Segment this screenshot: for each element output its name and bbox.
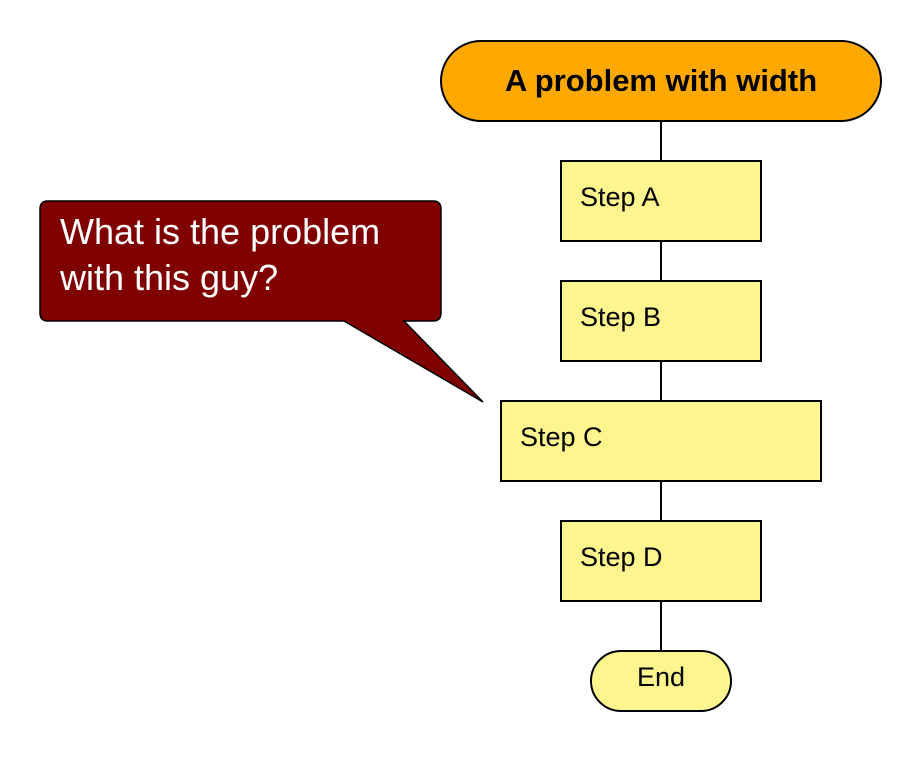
process-step-label: Step C (520, 422, 603, 452)
process-step-d[interactable]: Step D (560, 520, 762, 602)
connector-step-d-to-end (660, 601, 662, 651)
connector-step-c-to-step-d (660, 481, 662, 521)
connector-start-to-step-a (660, 121, 662, 161)
start-terminal[interactable]: A problem with width (440, 40, 882, 122)
process-step-label: Step A (580, 182, 660, 212)
connector-step-a-to-step-b (660, 241, 662, 281)
start-terminal-label: A problem with width (504, 63, 818, 98)
process-step-b[interactable]: Step B (560, 280, 762, 362)
end-terminal-label: End (636, 662, 686, 692)
end-terminal[interactable]: End (590, 650, 732, 712)
connector-step-b-to-step-c (660, 361, 662, 401)
process-step-label: Step D (580, 542, 663, 572)
process-step-label: Step B (580, 302, 662, 332)
process-step-a[interactable]: Step A (560, 160, 762, 242)
callout-shape (39, 200, 484, 403)
callout-text: What is the problem with this guy? (60, 211, 381, 298)
process-step-c[interactable]: Step C (500, 400, 822, 482)
